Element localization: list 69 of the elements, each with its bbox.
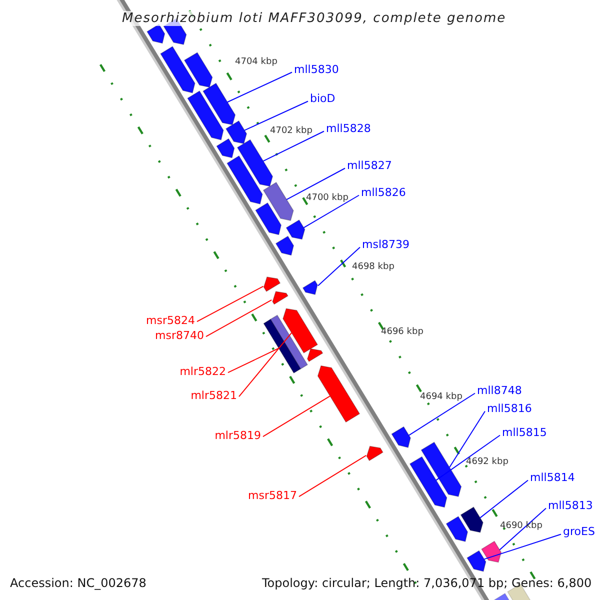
scale-label: 4694 kbp (420, 393, 462, 402)
gene-feature (282, 308, 318, 354)
leader-line (206, 299, 272, 338)
gene-label: mlr5822 (180, 366, 226, 377)
leader-line (228, 348, 280, 374)
scale-label: 4704 kbp (235, 58, 278, 67)
leader-line (480, 480, 528, 518)
leader-line (262, 396, 331, 438)
gene-label: msr8740 (155, 330, 204, 341)
gene-label: mll5813 (548, 500, 593, 511)
leader-line (286, 168, 346, 200)
gene-feature (460, 506, 484, 533)
gene-bar (263, 318, 302, 374)
leader-line (238, 332, 292, 398)
gene-label: mll5827 (347, 160, 392, 171)
gene-label: mll5814 (530, 472, 575, 483)
leader-line (298, 454, 367, 498)
gene-feature (317, 365, 360, 423)
gene-feature (481, 540, 502, 563)
scale-label: 4702 kbp (270, 127, 312, 136)
gene-feature (275, 236, 294, 256)
gene-feature (202, 82, 236, 126)
scale-label: 4700 kbp (306, 194, 348, 203)
leader-line (226, 72, 292, 103)
gene-feature (255, 202, 282, 236)
gene-label: msr5817 (248, 490, 297, 501)
gene-label: groES (563, 526, 595, 537)
scale-label: 4696 kbp (381, 328, 424, 337)
gene-feature (420, 442, 462, 497)
gene-label: mll8748 (477, 385, 522, 396)
leader-line (484, 534, 562, 560)
gene-feature (366, 446, 384, 462)
leader-line (303, 194, 360, 228)
gene-feature (391, 426, 411, 448)
gene-label: msr5824 (146, 315, 195, 326)
scale-label: 4692 kbp (466, 458, 508, 467)
gene-feature (146, 24, 166, 44)
leader-line (499, 508, 546, 550)
scale-label: 4690 kbp (500, 522, 542, 531)
gene-label: mll5828 (326, 123, 371, 134)
gene-feature (446, 516, 468, 542)
leader-line (244, 100, 308, 131)
leader-line (436, 434, 500, 481)
gene-feature (184, 52, 213, 88)
gene-feature (306, 348, 324, 362)
gene-feature (466, 550, 486, 572)
footer-text: Topology: circular; Length: 7,036,071 bp; Genes: 6,800 (262, 577, 592, 589)
gene-label: msl8739 (362, 239, 410, 250)
gene-feature (272, 291, 288, 305)
gene-label: mll5830 (294, 64, 339, 75)
leader-line (448, 410, 486, 468)
gene-label: mll5815 (502, 427, 547, 438)
gene-label: mll5816 (487, 403, 532, 414)
leader-line (196, 286, 264, 322)
gene-feature (226, 155, 263, 204)
gene-feature (302, 280, 318, 295)
leader-line (318, 246, 360, 286)
gene-feature (262, 182, 294, 221)
gene-feature (409, 456, 448, 508)
scale-label: 4698 kbp (352, 263, 394, 272)
leader-line (408, 392, 476, 436)
gene-label: mlr5821 (190, 390, 237, 401)
gene-feature (286, 219, 306, 240)
footer-text: Accession: NC_002678 (10, 577, 146, 589)
leader-line (262, 130, 324, 162)
gene-feature (263, 276, 281, 292)
gene-label: mll5826 (361, 187, 406, 198)
gene-label: bioD (310, 93, 336, 104)
gene-label: mlr5819 (214, 430, 261, 441)
